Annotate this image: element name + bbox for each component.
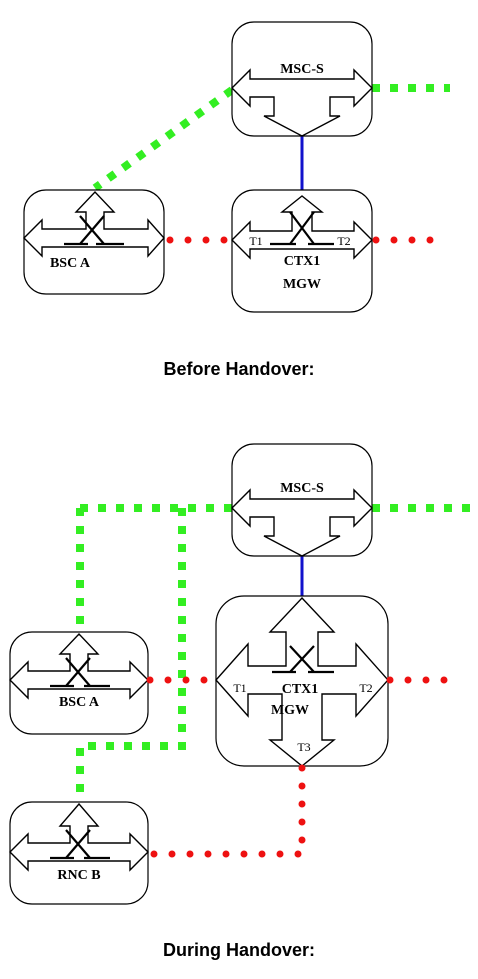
msc-s-node: MSC-S <box>231 21 373 137</box>
bsc-a-switch-arrows <box>23 190 165 258</box>
before-handover-caption: Before Handover: <box>163 359 314 379</box>
mgw-label-line2: MGW <box>271 703 309 718</box>
rnc-b-switch-arrows <box>9 802 149 872</box>
during-handover-caption: During Handover: <box>163 940 315 960</box>
msc-s-node: MSC-S <box>231 443 373 557</box>
bsc-a-label: BSC A <box>50 256 91 271</box>
mgw-t2-label: T2 <box>359 681 372 695</box>
msc-s-arrows <box>231 488 373 557</box>
during-handover-diagram: MSC-S BSC A RNC B T1 T2 T3 CTX1 MGW <box>9 443 470 960</box>
mgw-t1-label: T1 <box>249 234 262 248</box>
mgw-node: T1 T2 T3 CTX1 MGW <box>215 595 389 767</box>
mgw-t3-label: T3 <box>297 740 310 754</box>
signalling-link-to-rnc <box>76 508 186 800</box>
bsc-a-node: BSC A <box>9 631 149 735</box>
mgw-t2-label: T2 <box>337 234 350 248</box>
rnc-b-node: RNC B <box>9 801 149 905</box>
before-handover-diagram: BSC A MSC-S T1 T2 CTX1 MGW Before Handov… <box>23 21 450 379</box>
signalling-link-msc-bsc <box>92 86 235 192</box>
bsc-a-switch-arrows <box>9 632 149 700</box>
msc-s-label: MSC-S <box>280 62 324 77</box>
mgw-label-line2: MGW <box>283 277 321 292</box>
mgw-t1-label: T1 <box>233 681 246 695</box>
mgw-crosspoint <box>272 645 334 674</box>
bsc-a-crosspoint <box>50 657 110 688</box>
bsc-a-label: BSC A <box>59 695 100 710</box>
rnc-b-crosspoint <box>50 829 110 860</box>
mgw-node: T1 T2 CTX1 MGW <box>231 189 373 313</box>
bsc-a-crosspoint <box>64 215 124 246</box>
mgw-label-line1: CTX1 <box>282 682 319 697</box>
mgw-box <box>231 189 373 313</box>
msc-s-label: MSC-S <box>280 481 324 496</box>
bsc-a-node: BSC A <box>23 189 165 295</box>
mgw-crosspoint <box>270 211 334 246</box>
mgw-label-line1: CTX1 <box>284 254 321 269</box>
msc-s-arrows <box>231 68 373 137</box>
bearer-link-mgw-rnc <box>144 764 306 858</box>
rnc-b-label: RNC B <box>57 868 100 883</box>
